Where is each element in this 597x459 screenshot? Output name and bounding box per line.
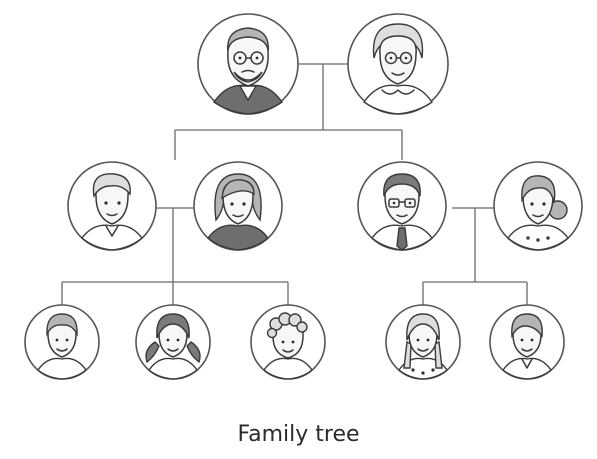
man-portrait-icon	[67, 161, 157, 251]
girl-pigtails-portrait-icon	[135, 304, 211, 380]
woman-bun-portrait-icon	[493, 161, 583, 251]
boy-portrait-icon	[24, 304, 100, 380]
curly-child-portrait-icon	[250, 304, 326, 380]
man-glasses-portrait-icon	[357, 161, 447, 251]
family-tree-diagram	[24, 13, 583, 380]
grandfather-portrait-icon	[197, 13, 299, 115]
girl-braids-portrait-icon	[385, 304, 461, 380]
woman-portrait-icon	[193, 161, 283, 251]
diagram-caption: Family tree	[237, 422, 360, 447]
connector-lines	[61, 63, 528, 305]
boy-portrait-icon	[489, 304, 565, 380]
grandmother-portrait-icon	[347, 13, 449, 115]
